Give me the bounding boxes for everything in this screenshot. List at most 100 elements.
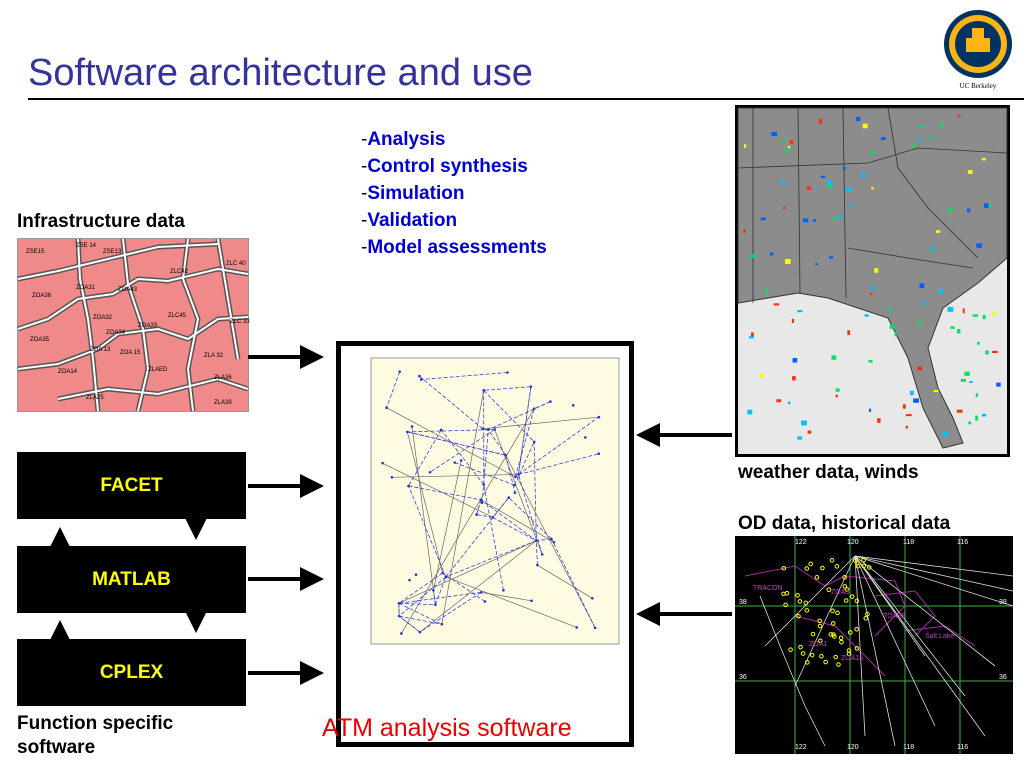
od-point xyxy=(834,564,840,569)
weather-cell xyxy=(935,230,941,233)
network-node xyxy=(414,573,418,576)
weather-cell xyxy=(874,268,879,273)
od-point xyxy=(854,626,859,632)
network-node xyxy=(434,603,437,607)
weather-cell xyxy=(749,254,756,258)
od-region-label: TRACON xyxy=(753,585,783,592)
weather-cell xyxy=(797,436,803,440)
matlab-block: MATLAB xyxy=(17,546,246,613)
weather-cell xyxy=(815,187,818,190)
network-node xyxy=(575,626,579,629)
od-region-label: ZOA15 xyxy=(841,655,863,662)
route-edge xyxy=(488,401,551,431)
route-edge xyxy=(487,429,507,456)
od-point xyxy=(819,653,824,659)
od-flight-line xyxy=(854,555,966,697)
weather-cell xyxy=(968,421,972,425)
weather-cell xyxy=(792,376,796,381)
od-point xyxy=(809,652,815,658)
network-node xyxy=(597,415,601,419)
weather-cell xyxy=(788,401,791,405)
weather-cell xyxy=(784,259,791,264)
network-node xyxy=(410,425,414,428)
weather-cell xyxy=(743,229,746,233)
od-point xyxy=(833,654,838,660)
network-node xyxy=(459,459,463,462)
route-edge xyxy=(407,431,506,456)
od-point xyxy=(844,587,850,592)
sector-label: ZLA 32 xyxy=(204,353,224,359)
network-node xyxy=(552,540,556,544)
title-underline xyxy=(28,98,1024,100)
sector-label: ZOA14 xyxy=(58,369,78,375)
bullet-item: -Model assessments xyxy=(361,237,547,258)
weather-cell xyxy=(877,418,881,423)
bullet-item: -Control synthesis xyxy=(361,156,528,177)
route-edge xyxy=(518,416,600,475)
route-edge xyxy=(536,538,552,542)
weather-cell xyxy=(812,219,816,222)
od-point xyxy=(783,602,788,608)
network-node xyxy=(381,461,384,465)
weather-cell xyxy=(983,203,989,209)
weather-cell xyxy=(792,357,798,363)
weather-cell xyxy=(918,320,922,326)
sector-label: ZOA 13 xyxy=(90,347,111,353)
sector-edge xyxy=(441,390,485,625)
sector-label: ZLA25 xyxy=(86,395,104,401)
network-node xyxy=(487,428,490,432)
network-node xyxy=(514,475,517,479)
function-specific-label: Function specific software xyxy=(17,713,174,758)
od-point xyxy=(838,635,844,641)
weather-cell xyxy=(850,203,853,208)
route-edge xyxy=(476,499,482,515)
network-node xyxy=(536,563,539,567)
weather-cell xyxy=(987,204,992,208)
weather-cell xyxy=(807,186,812,191)
od-point xyxy=(788,647,793,652)
route-edge xyxy=(534,401,551,410)
route-edge xyxy=(398,576,447,617)
network-node xyxy=(591,597,594,600)
weather-cell xyxy=(743,144,747,148)
route-edge xyxy=(445,497,510,578)
od-data-label: OD data, historical data xyxy=(738,513,951,534)
network-node xyxy=(540,553,544,556)
weather-cell xyxy=(765,288,768,294)
weather-cell xyxy=(802,218,809,223)
od-flight-line xyxy=(854,555,926,657)
weather-cell xyxy=(981,413,987,417)
weather-cell xyxy=(801,420,807,426)
od-flight-line xyxy=(854,555,996,667)
weather-map xyxy=(735,105,1010,457)
weather-cell xyxy=(828,256,834,259)
network-node xyxy=(504,453,508,457)
network-node xyxy=(597,452,601,456)
od-point xyxy=(863,615,869,621)
route-edge xyxy=(419,375,483,430)
weather-cell xyxy=(909,390,914,396)
weather-cell xyxy=(956,409,963,413)
weather-cell xyxy=(912,143,916,149)
weather-cell xyxy=(937,289,944,293)
od-region-label: ZOA3 xyxy=(831,589,849,596)
route-edge xyxy=(398,591,482,604)
weather-cell xyxy=(835,394,838,398)
od-point xyxy=(842,584,848,589)
weather-cell xyxy=(807,430,812,434)
network-node xyxy=(407,484,410,488)
network-node xyxy=(418,374,421,378)
route-edge xyxy=(480,499,537,541)
weather-cell xyxy=(781,139,787,142)
weather-cell xyxy=(827,184,834,188)
route-edge xyxy=(508,497,552,540)
od-point xyxy=(843,598,849,603)
network-node xyxy=(406,430,409,434)
network-node xyxy=(530,599,533,603)
od-point xyxy=(828,632,834,637)
od-point xyxy=(823,659,828,665)
weather-cell xyxy=(827,180,832,186)
od-point xyxy=(814,575,820,580)
od-tick-label: 120 xyxy=(847,539,859,546)
